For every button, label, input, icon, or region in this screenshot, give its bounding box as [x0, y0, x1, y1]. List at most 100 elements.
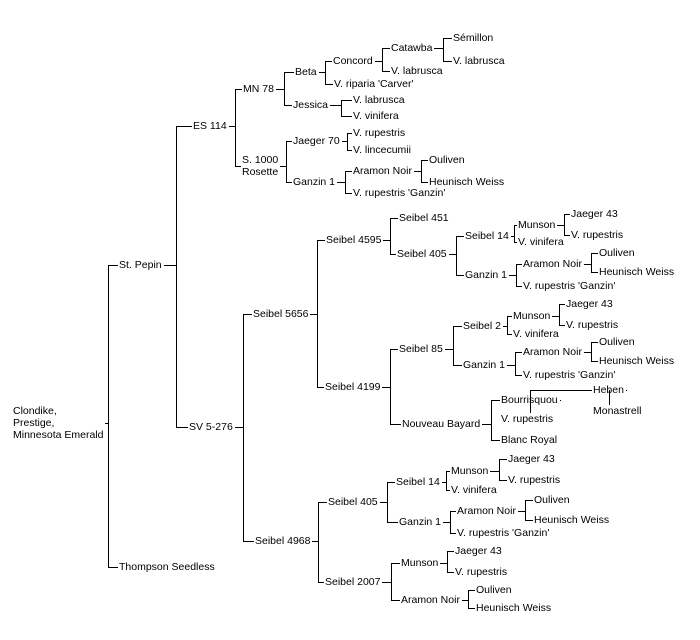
- connector-line: [176, 427, 188, 428]
- node-ouliven: Ouliven: [533, 494, 571, 506]
- node-blanc-royal: Blanc Royal: [500, 434, 559, 446]
- connector-line: [461, 600, 468, 601]
- connector-line: [318, 502, 327, 503]
- connector-line: [325, 61, 332, 62]
- node-munson: Munson: [400, 557, 440, 569]
- node-seibel-14: Seibel 14: [395, 476, 441, 488]
- connector-line: [390, 218, 398, 219]
- connector-line: [382, 48, 390, 49]
- connector-line: [108, 567, 118, 568]
- connector-line: [456, 236, 464, 237]
- node-munson: Munson: [450, 465, 490, 477]
- node-jaeger-43: Jaeger 43: [565, 298, 614, 310]
- node-v-rupestris: V. rupestris: [570, 229, 625, 241]
- connector-line: [447, 572, 454, 573]
- node-v-rupestris-ganzin: V. rupestris 'Ganzin': [352, 187, 447, 199]
- connector-line: [284, 72, 285, 106]
- connector-line: [609, 390, 610, 412]
- node-v-vinifera: V. vinifera: [352, 110, 400, 122]
- connector-line: [390, 349, 391, 425]
- connector-line: [517, 511, 525, 512]
- node-aramon-noir: Aramon Noir: [456, 505, 517, 517]
- node-seibel-2: Seibel 2: [462, 320, 502, 332]
- connector-line: [491, 400, 492, 441]
- connector-line: [235, 89, 242, 90]
- connector-line: [446, 471, 450, 472]
- connector-line: [443, 522, 450, 523]
- connector-line: [337, 182, 345, 183]
- connector-line: [525, 500, 526, 521]
- connector-line: [325, 84, 333, 85]
- connector-line: [499, 480, 507, 481]
- connector-line: [280, 166, 286, 167]
- connector-line: [510, 236, 514, 237]
- connector-line: [310, 314, 317, 315]
- node-s-millon: Sémillon: [452, 32, 495, 44]
- node-heunisch-weiss: Heunisch Weiss: [598, 266, 676, 278]
- connector-line: [583, 352, 591, 353]
- node-v-rupestris: V. rupestris: [507, 474, 562, 486]
- node-ouliven: Ouliven: [428, 154, 466, 166]
- connector-line: [443, 38, 452, 39]
- connector-line: [318, 72, 325, 73]
- node-jessica: Jessica: [292, 99, 330, 111]
- node-aramon-noir: Aramon Noir: [522, 346, 583, 358]
- connector-line: [441, 482, 446, 483]
- connector-line: [382, 48, 383, 72]
- connector-line: [491, 400, 500, 401]
- connector-line: [347, 150, 352, 151]
- connector-line: [317, 240, 318, 388]
- connector-line: [387, 522, 398, 523]
- connector-line: [447, 551, 448, 573]
- connector-line: [514, 225, 517, 226]
- connector-line: [444, 349, 453, 350]
- node-thompson-seedless: Thompson Seedless: [118, 561, 216, 573]
- connector-line: [468, 590, 469, 609]
- connector-line: [243, 314, 252, 315]
- connector-line: [509, 275, 516, 276]
- connector-line: [382, 71, 390, 72]
- node-ouliven: Ouliven: [598, 336, 636, 348]
- connector-line: [591, 253, 592, 273]
- connector-line: [421, 160, 428, 161]
- node-seibel-405: Seibel 405: [327, 496, 379, 508]
- node-mn-78: MN 78: [242, 83, 275, 95]
- connector-line: [515, 375, 522, 376]
- connector-line: [286, 182, 292, 183]
- connector-line: [552, 316, 559, 317]
- connector-line: [345, 193, 352, 194]
- connector-line: [515, 352, 516, 376]
- node-heunisch-weiss: Heunisch Weiss: [475, 602, 553, 614]
- connector-line: [514, 242, 517, 243]
- connector-line: [456, 275, 464, 276]
- connector-line: [243, 541, 254, 542]
- node-nouveau-bayard: Nouveau Bayard: [401, 418, 482, 430]
- connector-line: [275, 89, 284, 90]
- connector-line: [341, 141, 347, 142]
- connector-line: [243, 314, 244, 542]
- node-seibel-5656: Seibel 5656: [252, 308, 310, 320]
- node-seibel-451: Seibel 451: [398, 212, 450, 224]
- node-beta: Beta: [294, 66, 318, 78]
- node-seibel-14: Seibel 14: [464, 230, 510, 242]
- connector-line: [507, 334, 512, 335]
- node-ouliven: Ouliven: [475, 584, 513, 596]
- connector-line: [559, 400, 561, 401]
- connector-line: [450, 533, 456, 534]
- connector-line: [391, 563, 392, 601]
- connector-line: [525, 500, 533, 501]
- connector-line: [453, 326, 462, 327]
- node-st-pepin: St. Pepin: [118, 259, 163, 271]
- node-v-labrusca: V. labrusca: [390, 65, 444, 77]
- connector-line: [525, 520, 533, 521]
- node-seibel-85: Seibel 85: [398, 343, 444, 355]
- connector-line: [312, 541, 318, 542]
- node-ouliven: Ouliven: [598, 247, 636, 259]
- connector-line: [490, 471, 499, 472]
- connector-line: [491, 440, 500, 441]
- node-ganzin-1: Ganzin 1: [462, 359, 507, 371]
- connector-line: [499, 459, 500, 481]
- node-s-1000-rosette: S. 1000 Rosette: [242, 154, 279, 178]
- connector-line: [286, 141, 292, 142]
- node-jaeger-43: Jaeger 43: [507, 453, 556, 465]
